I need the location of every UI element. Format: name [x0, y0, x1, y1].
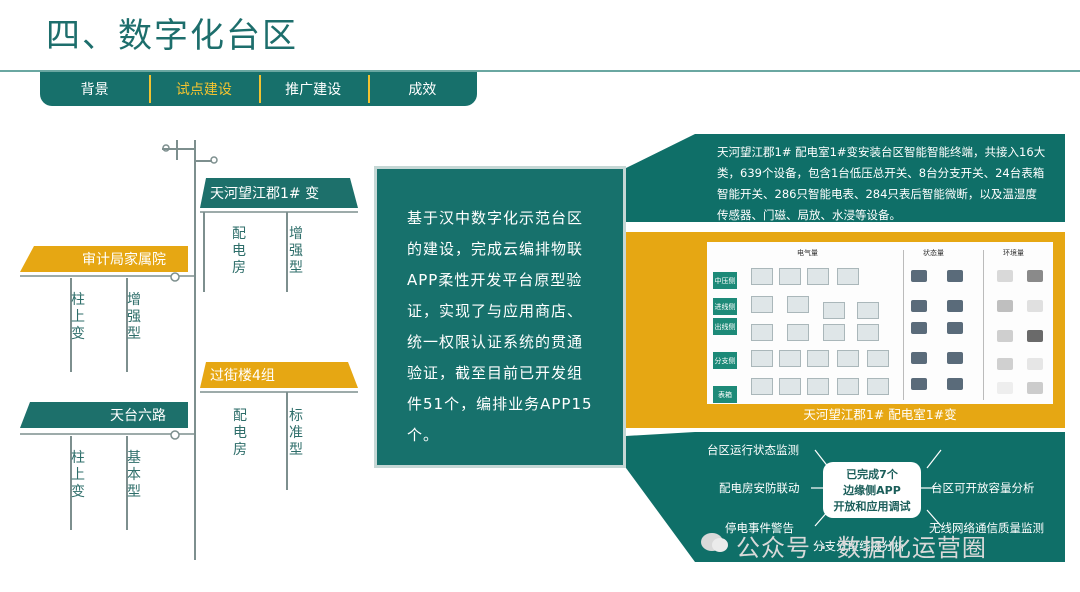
top-nav: 背景 试点建设 推广建设 成效: [40, 72, 477, 106]
banner-tianhe: 天河望江郡1# 变: [210, 186, 320, 202]
banner-tiantai: 天台六路: [110, 408, 166, 424]
summary-box: 基于汉中数字化示范台区的建设，完成云编排物联APP柔性开发平台原型验证，实现了与…: [374, 166, 626, 468]
banner-shape: [20, 246, 196, 277]
app-wireless-monitoring: 无线网络通信质量监测: [929, 521, 1044, 535]
app-capacity-analysis: 台区可开放容量分析: [931, 481, 1035, 495]
tab-background[interactable]: 背景: [80, 82, 109, 98]
label-enhanced-type: 增强型: [127, 292, 141, 342]
device-diagram-panel: 电气量 状态量 环境量 中压侧 进线侧 出线侧 分支侧 表箱 天河望江郡1# 配…: [695, 232, 1065, 428]
label-distribution-room: 配电房: [233, 408, 247, 458]
app-runtime-monitoring: 台区运行状态监测: [707, 443, 799, 457]
label-enhanced-type: 增强型: [289, 226, 303, 276]
row-label: 分支侧: [713, 352, 737, 369]
row-label: 进线侧: [713, 298, 737, 315]
banner-shape: [200, 362, 358, 393]
tab-promotion-construction[interactable]: 推广建设: [258, 72, 368, 106]
row-label: 表箱: [713, 386, 737, 403]
device-diagram-image: 电气量 状态量 环境量 中压侧 进线侧 出线侧 分支侧 表箱: [707, 242, 1053, 404]
label-pole-transformer: 柱上变: [71, 292, 85, 342]
page-title: 四、数字化台区: [46, 16, 298, 56]
banner-shape: [20, 402, 196, 435]
app-line-loss-analysis: 分支分段线损分析: [813, 539, 905, 553]
watermark: 公众号 · 数据化运营圈: [736, 534, 987, 562]
title-divider: [0, 70, 1080, 72]
row-label: 中压侧: [713, 272, 737, 289]
label-pole-transformer: 柱上变: [71, 450, 85, 500]
banner-shape: [200, 178, 358, 213]
banner-audit-bureau: 审计局家属院: [82, 252, 166, 268]
app-security-linkage: 配电房安防联动: [719, 481, 800, 495]
pole-crossarm: [162, 148, 196, 150]
insulator-icon: [162, 144, 218, 164]
tab-pilot-construction[interactable]: 试点建设: [149, 72, 258, 106]
row-label: 出线侧: [713, 318, 737, 335]
connector-shapes: [626, 134, 695, 562]
edge-app-summary: 已完成7个 边缘侧APP 开放和应用调试: [823, 462, 921, 518]
device-diagram-caption: 天河望江郡1# 配电室1#变: [803, 407, 957, 422]
banner-guojielou: 过街楼4组: [210, 368, 275, 384]
terminal-description: 天河望江郡1# 配电室1#变安装台区智能智能终端，共接入16大类，639个设备，…: [695, 134, 1065, 222]
label-standard-type: 标准型: [289, 408, 303, 458]
edge-app-panel: 台区运行状态监测 台区可开放容量分析 配电房安防联动 停电事件警告 无线网络通信…: [695, 432, 1065, 562]
wechat-icon: [701, 533, 728, 552]
pole-crossarm: [194, 160, 212, 162]
label-distribution-room: 配电房: [232, 226, 246, 276]
label-basic-type: 基本型: [127, 450, 141, 500]
app-outage-warning: 停电事件警告: [725, 521, 794, 535]
tab-results[interactable]: 成效: [367, 72, 477, 106]
main-pole: [194, 140, 196, 560]
